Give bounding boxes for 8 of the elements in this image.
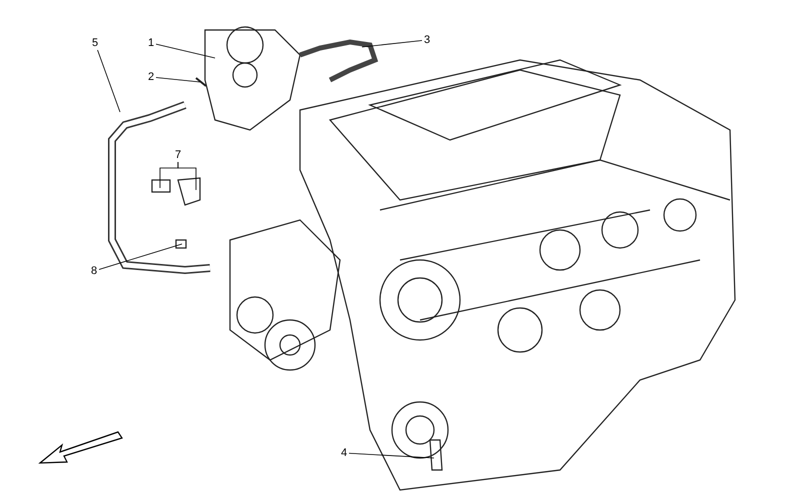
leader-line bbox=[97, 50, 120, 112]
leader-line bbox=[178, 162, 196, 190]
callout-number: 5 bbox=[90, 36, 100, 50]
leader-line bbox=[98, 244, 182, 270]
leader-line bbox=[156, 77, 200, 82]
leader-line bbox=[348, 452, 434, 458]
leader-line bbox=[156, 44, 216, 58]
leader-line bbox=[362, 40, 422, 48]
